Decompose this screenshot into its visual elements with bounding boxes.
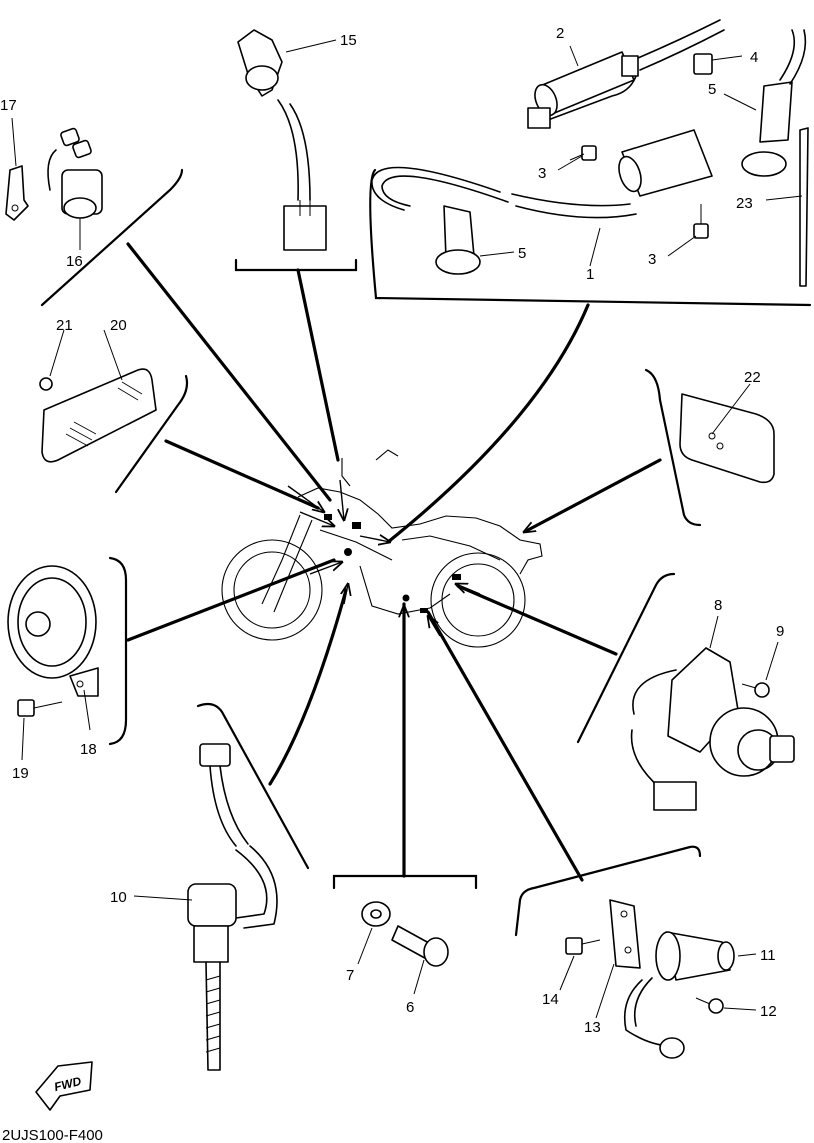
drawing-code: 2UJS100-F400 [2,1127,103,1143]
part-10-sender-switch [133,743,278,1071]
part-label-7: 7 [346,967,354,984]
part-label-3-lower: 3 [648,251,656,268]
part-label-22: 22 [744,369,761,386]
part-label-23: 23 [736,195,753,212]
part-23-cable-tie [765,127,809,287]
part-3-screw-lower [667,204,709,257]
part-4-collar [693,53,743,75]
part-label-6: 6 [406,999,414,1016]
part-label-18: 18 [80,741,97,758]
part-7-washer [357,901,391,965]
fwd-label: FWD [53,1074,83,1094]
part-label-10: 10 [110,889,127,906]
part-label-15: 15 [340,32,357,49]
part-5-spark-plug-cap [435,29,807,275]
part-20-reflector [41,329,157,463]
part-19-bolt [17,699,63,761]
part-number-labels: 1 2 3 3 4 5 5 6 7 8 9 10 11 12 13 14 15 … [0,25,784,1036]
part-11-switch-unit [623,931,757,1059]
part-18-horn [7,565,99,731]
part-label-5-right: 5 [708,81,716,98]
part-9-screw [741,641,779,698]
part-1-ignition-coil [371,129,713,267]
part-label-13: 13 [584,1019,601,1036]
location-arrows [287,479,547,637]
part-label-9: 9 [776,623,784,640]
part-label-19: 19 [12,765,29,782]
part-label-21: 21 [56,317,73,334]
motorcycle-silhouette [221,449,543,648]
connector-lines [126,242,662,882]
part-label-20: 20 [110,317,127,334]
part-label-12: 12 [760,1003,777,1020]
part-17-bracket-plate [5,117,29,221]
part-13-bracket [595,899,641,1019]
part-14-bolt [559,937,601,991]
part-8-main-switch [630,615,795,811]
part-21-screw [39,329,65,391]
part-label-14: 14 [542,991,559,1008]
part-label-17: 17 [0,97,17,114]
part-label-11: 11 [760,947,776,964]
part-label-4: 4 [750,49,758,66]
part-12-screw [695,997,757,1014]
group-brackets [40,168,812,937]
part-6-switch [391,925,449,995]
part-3-screw-upper [557,145,597,171]
part-label-5-left: 5 [518,245,526,262]
part-label-16: 16 [66,253,83,270]
part-label-3-upper: 3 [538,165,546,182]
part-2-ignition-coil [527,19,725,129]
fwd-direction-arrow: FWD [35,1061,93,1111]
part-label-1: 1 [586,266,594,283]
part-22-reflector [679,383,775,484]
part-label-8: 8 [714,597,722,614]
part-15-neutral-switch-lead [237,29,337,251]
part-label-2: 2 [556,25,564,42]
part-16-flasher-relay [47,127,103,250]
